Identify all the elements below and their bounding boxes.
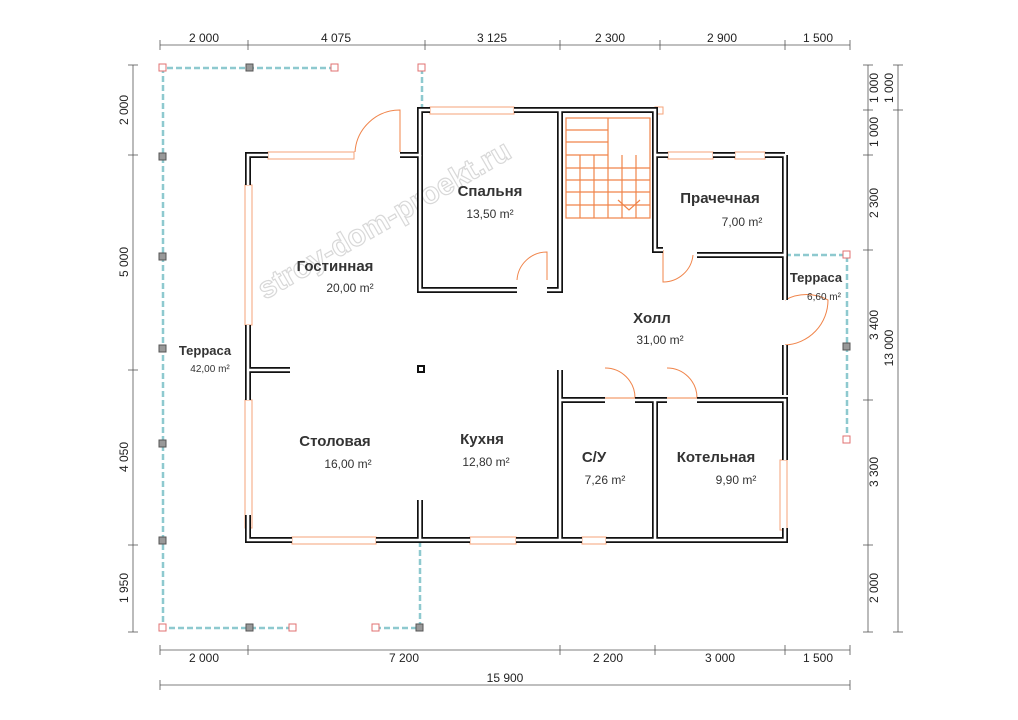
room-area-living: 20,00 m² <box>326 281 373 295</box>
room-name-living: Гостинная <box>297 258 374 275</box>
dim-top-5: 2 900 <box>707 31 737 45</box>
dim-right-1: 1 000 <box>867 73 881 103</box>
terrace-area-left: 42,00 m² <box>190 364 230 375</box>
room-area-bathroom: 7,26 m² <box>585 473 626 487</box>
terrace-area-right: 6,60 m² <box>807 292 842 303</box>
dim-right-6: 2 000 <box>867 573 881 603</box>
dim-left-1: 2 000 <box>117 95 131 125</box>
dim-right-2: 1 000 <box>867 117 881 147</box>
doors <box>354 109 829 399</box>
dim-top-1: 2 000 <box>189 31 219 45</box>
dim-bottom-1: 2 000 <box>189 651 219 665</box>
walls <box>245 107 788 543</box>
room-name-bedroom: Спальня <box>458 183 523 200</box>
dim-top-2: 4 075 <box>321 31 351 45</box>
dim-total-width: 15 900 <box>487 671 524 685</box>
dim-bottom-3: 2 200 <box>593 651 623 665</box>
dim-left-3: 4 050 <box>117 442 131 472</box>
room-area-boiler: 9,90 m² <box>716 473 757 487</box>
dim-right-outer-total: 13 000 <box>882 329 896 366</box>
windows <box>244 106 788 545</box>
dim-left-4: 1 950 <box>117 573 131 603</box>
terrace-name-left: Терраса <box>179 343 232 358</box>
room-area-laundry: 7,00 m² <box>722 215 763 229</box>
room-name-dining: Столовая <box>299 433 370 450</box>
room-name-boiler: Котельная <box>677 449 756 466</box>
room-name-hall: Холл <box>633 310 671 327</box>
room-name-laundry: Прачечная <box>680 190 759 207</box>
dim-right-5: 3 300 <box>867 457 881 487</box>
dim-bottom-4: 3 000 <box>705 651 735 665</box>
room-area-dining: 16,00 m² <box>324 457 371 471</box>
dimension-lines <box>128 40 903 690</box>
walls-inner-line <box>246 108 787 542</box>
dim-right-3: 2 300 <box>867 188 881 218</box>
dim-top-4: 2 300 <box>595 31 625 45</box>
dim-top-6: 1 500 <box>803 31 833 45</box>
dim-right-outer-1: 1 000 <box>882 73 896 103</box>
dim-right-4: 3 400 <box>867 310 881 340</box>
terrace-name-right: Терраса <box>790 270 843 285</box>
dim-bottom-2: 7 200 <box>389 651 419 665</box>
railing-posts <box>158 63 851 632</box>
room-area-hall: 31,00 m² <box>636 333 683 347</box>
dim-bottom-5: 1 500 <box>803 651 833 665</box>
dim-top-3: 3 125 <box>477 31 507 45</box>
room-area-kitchen: 12,80 m² <box>462 455 509 469</box>
room-name-bathroom: С/У <box>582 449 607 466</box>
room-name-kitchen: Кухня <box>460 431 504 448</box>
room-area-bedroom: 13,50 m² <box>466 207 513 221</box>
staircase <box>565 117 651 219</box>
dim-left-2: 5 000 <box>117 247 131 277</box>
